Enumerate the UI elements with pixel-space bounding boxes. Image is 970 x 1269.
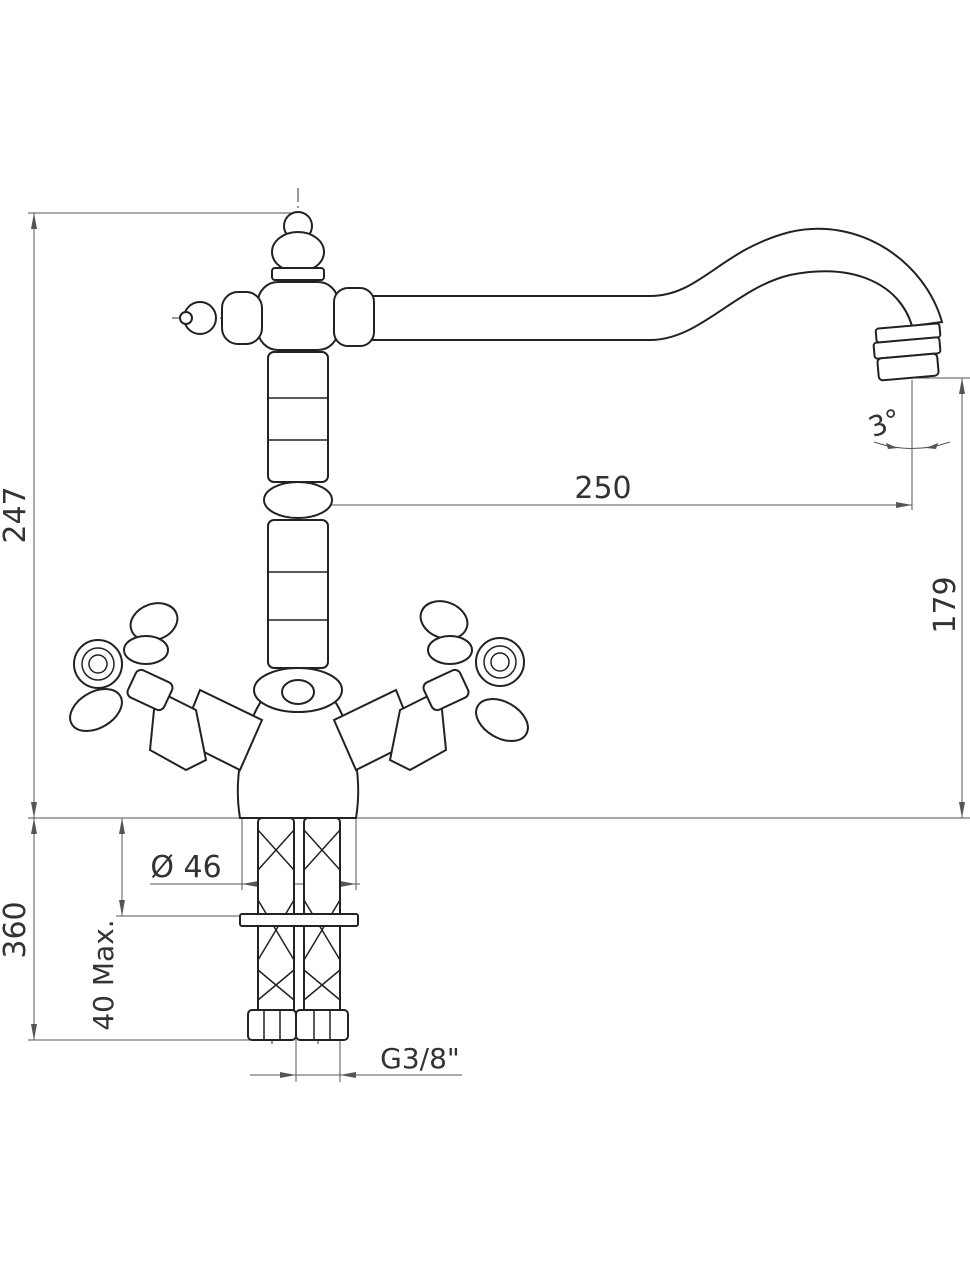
dim-spout-reach: 250 [574, 471, 631, 506]
left-valve [126, 668, 264, 772]
aerator [872, 322, 942, 382]
dim-spout-angle: 3° [864, 402, 905, 444]
column-lower [267, 519, 329, 669]
right-handle [419, 600, 529, 742]
right-valve [332, 668, 470, 772]
faucet-body [69, 211, 944, 1041]
spout [371, 227, 944, 341]
dim-total-height: 247 [0, 486, 33, 543]
dim-hose-length: 360 [0, 901, 33, 958]
column-upper [267, 351, 329, 483]
supply-hoses [239, 817, 359, 1041]
dim-base-diameter: Ø 46 [150, 850, 221, 885]
dim-max-thickness: 40 Max. [87, 919, 120, 1030]
dim-connection-thread: G3/8" [380, 1042, 460, 1075]
left-handle [69, 602, 179, 732]
dim-spout-height: 179 [928, 576, 963, 633]
